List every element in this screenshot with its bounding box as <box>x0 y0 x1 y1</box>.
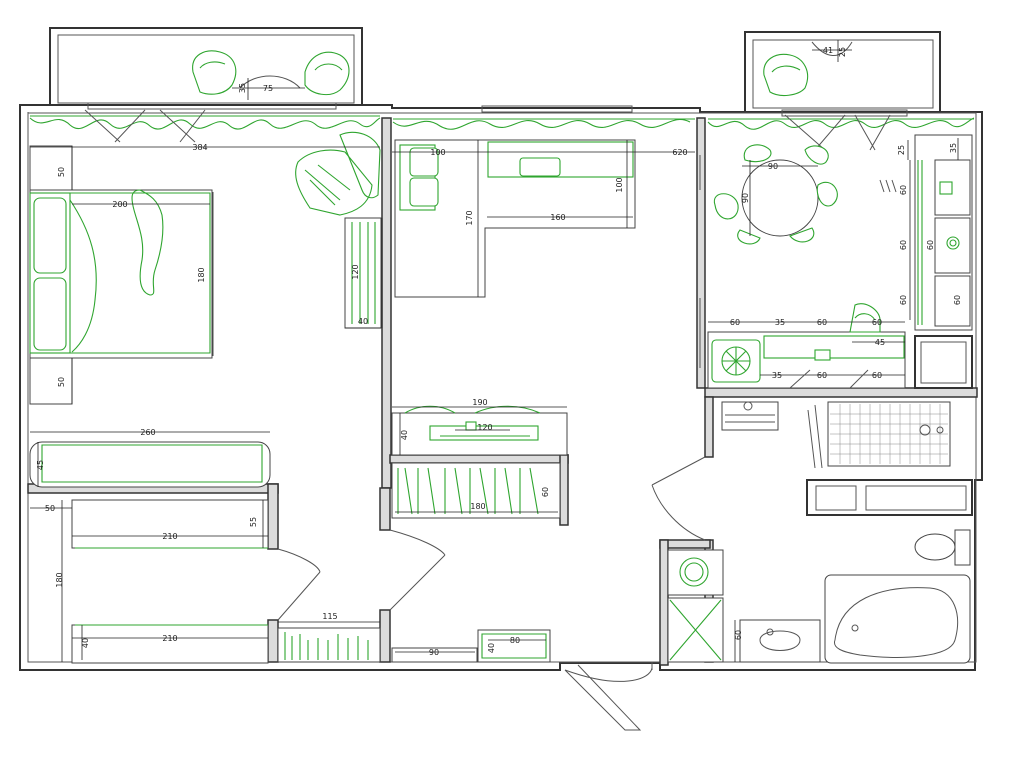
dim-kids-side: 50 <box>45 504 55 513</box>
dim-bed-side-top: 50 <box>57 167 66 177</box>
dim-bath-sink-depth: 60 <box>734 630 743 640</box>
balcony-right-chair <box>763 53 809 97</box>
dim-living-total: 620 <box>672 148 687 157</box>
wall-living-kitchen <box>696 117 706 389</box>
bedroom-dimensions: 384 50 200 180 50 120 40 260 45 <box>30 143 383 487</box>
dining-table <box>741 159 819 237</box>
bathroom-sink <box>739 619 821 663</box>
dim-tv-unit-width: 190 <box>472 398 487 407</box>
dim-hall-cabinet-width: 80 <box>510 636 520 645</box>
dim-bench-width: 260 <box>140 428 155 437</box>
dim-bookshelf-depth: 60 <box>541 487 550 497</box>
dim-balcony-left-width: 75 <box>263 84 273 93</box>
dim-kids-bed-bottom-length: 210 <box>162 634 177 643</box>
dim-kitchen-right-60b: 60 <box>953 295 962 305</box>
dim-wardrobe-depth: 40 <box>358 317 368 326</box>
kitchen-stool <box>849 303 881 333</box>
dim-kitchen-top-35: 35 <box>949 143 958 153</box>
dim-wardrobe-height: 120 <box>351 264 360 279</box>
bookshelf <box>391 462 561 519</box>
kids-bed-bottom <box>71 624 269 664</box>
dim-kids-shelf-width: 115 <box>322 612 337 621</box>
dim-balcony-left-depth: 35 <box>238 83 247 93</box>
kids-shelf <box>277 627 381 663</box>
living-room: 620 100 100 160 170 190 40 120 180 60 90… <box>391 139 706 731</box>
hall-cabinet <box>477 629 551 663</box>
bathtub <box>824 574 971 664</box>
dim-balcony-right-b: 25 <box>838 47 847 57</box>
dim-sofa-depth: 100 <box>615 177 624 192</box>
dim-bed-width: 200 <box>112 200 127 209</box>
dim-kids-bed-top-gap: 55 <box>249 517 258 527</box>
towel-rack <box>721 401 779 431</box>
dim-dining-width: 90 <box>768 162 778 171</box>
corner-sofa <box>394 139 636 298</box>
dim-counter-60a: 60 <box>730 318 740 327</box>
nightstand-top <box>29 145 73 191</box>
dim-tv-unit-depth: 40 <box>400 430 409 440</box>
dim-sofa-width: 160 <box>550 213 565 222</box>
dim-bench-depth: 45 <box>36 460 45 470</box>
dim-kitchen-right-60a: 60 <box>926 240 935 250</box>
dim-lower-60a: 60 <box>817 371 827 380</box>
hall-shelf <box>391 647 478 663</box>
dim-bed-length: 180 <box>197 267 206 282</box>
dim-tv-table-width: 120 <box>477 423 492 432</box>
dim-kitchen-col-60c: 60 <box>899 295 908 305</box>
dim-kitchen-col-60b: 60 <box>899 240 908 250</box>
dim-kids-bed-top-length: 210 <box>162 532 177 541</box>
dim-lower-60b: 60 <box>872 371 882 380</box>
dim-counter-45: 45 <box>875 338 885 347</box>
dim-kitchen-top-25: 25 <box>897 145 906 155</box>
dim-sofa-length: 170 <box>465 210 474 225</box>
dim-kids-bed-bottom-depth: 40 <box>81 638 90 648</box>
balcony-right <box>744 31 941 113</box>
balcony-chair-right <box>304 51 350 96</box>
dim-bedroom-width: 384 <box>192 143 207 152</box>
balcony-right-furniture: 41 25 <box>763 40 891 151</box>
kids-bed-top <box>71 499 269 549</box>
dim-kitchen-col-60a: 60 <box>899 185 908 195</box>
dim-counter-35: 35 <box>775 318 785 327</box>
toilet-bowl <box>914 533 956 561</box>
curtains <box>29 115 975 130</box>
dim-hall-shelf-width: 90 <box>429 648 439 657</box>
bench <box>29 441 271 488</box>
dim-balcony-right-a: 41 <box>823 46 833 55</box>
dim-lower-35: 35 <box>772 371 782 380</box>
dim-hall-cabinet-depth: 40 <box>487 643 496 653</box>
nightstand-bottom <box>29 357 73 405</box>
balcony-left-furniture: 75 35 <box>84 50 350 143</box>
dim-living-armchair: 100 <box>430 148 445 157</box>
dim-dining-depth: 90 <box>741 193 750 203</box>
dim-counter-60c: 60 <box>872 318 882 327</box>
kitchen: 90 90 25 35 60 60 60 60 60 60 35 6 <box>707 134 973 389</box>
bedroom <box>29 131 382 488</box>
dim-counter-60b: 60 <box>817 318 827 327</box>
dim-kids-bed-width: 180 <box>55 572 64 587</box>
toilet-tank <box>954 529 971 566</box>
dim-bookshelf-width: 180 <box>470 502 485 511</box>
bathroom: 60 <box>667 401 971 664</box>
dim-bed-side-bottom: 50 <box>57 377 66 387</box>
wall-bedroom-living <box>381 117 392 489</box>
balcony-chair-left <box>192 50 237 95</box>
washing-machine <box>667 549 724 596</box>
kids-room: 210 55 50 180 210 40 115 <box>30 499 446 664</box>
